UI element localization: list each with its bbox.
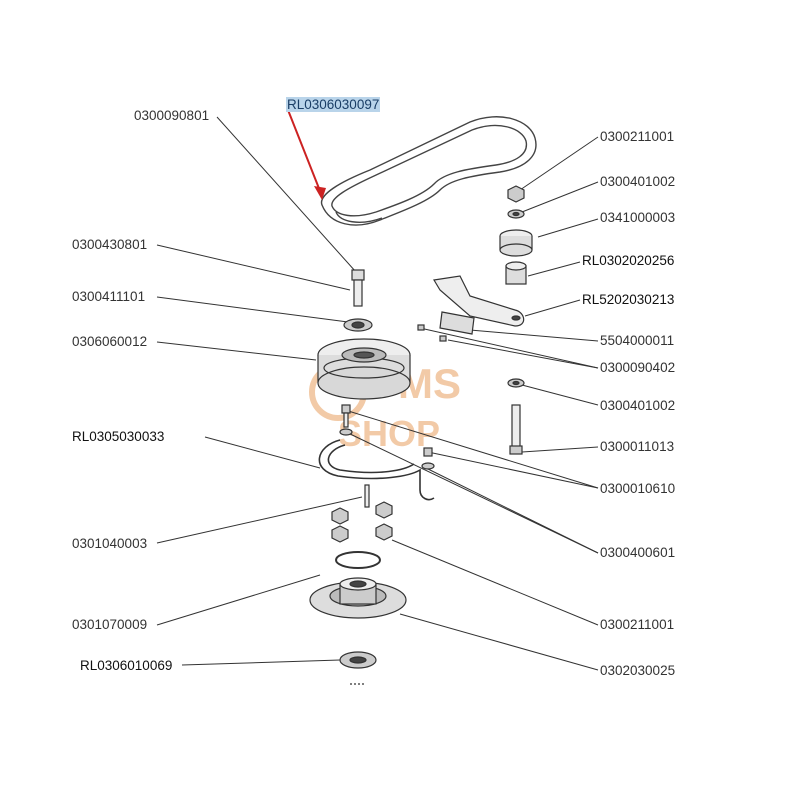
part-label-right-8[interactable]: 0300401002 xyxy=(600,398,676,413)
leader-lines xyxy=(156,116,599,671)
parts-drawing xyxy=(309,185,533,685)
part-label-left-7[interactable]: 0301070009 xyxy=(72,617,148,632)
belt-arrow xyxy=(287,109,323,197)
belt-arrow-head xyxy=(314,186,326,200)
part-label-right-4[interactable]: RL0302020256 xyxy=(582,253,675,268)
part-label-right-10[interactable]: 0300010610 xyxy=(600,481,676,496)
part-label-left-3[interactable]: 0300411101 xyxy=(72,289,146,304)
part-label-left-5[interactable]: RL0305030033 xyxy=(72,429,165,444)
belt-label-highlight: RL0306030097 xyxy=(286,97,381,112)
part-label-left-6[interactable]: 0301040003 xyxy=(72,536,148,551)
part-label-left-2[interactable]: 0300430801 xyxy=(72,237,148,252)
drive-belt xyxy=(320,116,537,226)
part-label-right-9[interactable]: 0300011013 xyxy=(600,439,675,454)
part-label-right-1[interactable]: 0300211001 xyxy=(600,129,675,144)
part-label-left-8[interactable]: RL0306010069 xyxy=(80,658,173,673)
part-label-right-3[interactable]: 0341000003 xyxy=(600,210,676,225)
part-label-right-12[interactable]: 0300211001 xyxy=(600,617,675,632)
part-label-right-2[interactable]: 0300401002 xyxy=(600,174,676,189)
belt-label[interactable]: RL0306030097 xyxy=(286,97,381,113)
part-label-left-4[interactable]: 0306060012 xyxy=(72,334,148,349)
part-label-right-5[interactable]: RL5202030213 xyxy=(582,292,675,307)
watermark: MS SHOP xyxy=(309,360,461,454)
watermark-line2: SHOP xyxy=(338,413,440,454)
part-label-right-11[interactable]: 0300400601 xyxy=(600,545,676,560)
part-label-left-1[interactable]: 0300090801 xyxy=(134,108,210,123)
part-label-right-13[interactable]: 0302030025 xyxy=(600,663,676,678)
part-label-right-6[interactable]: 5504000011 xyxy=(600,333,675,348)
part-label-right-7[interactable]: 0300090402 xyxy=(600,360,676,375)
